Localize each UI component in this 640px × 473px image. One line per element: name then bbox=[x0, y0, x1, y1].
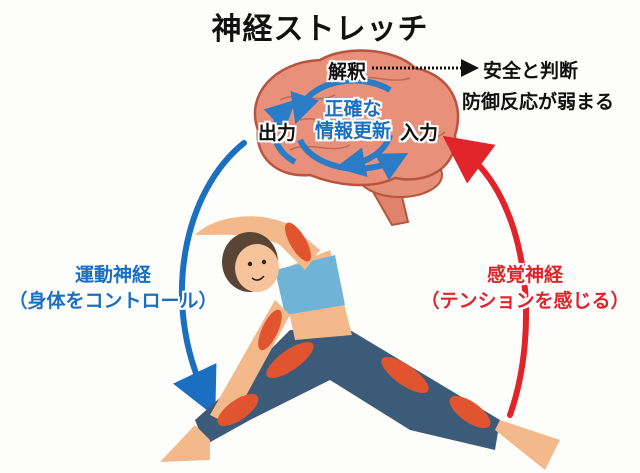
brain-interpret-label: 解釈 bbox=[328, 61, 367, 83]
result-line2: 防御反応が弱まる bbox=[462, 91, 615, 113]
result-line1: 安全と判断 bbox=[483, 60, 579, 82]
sensory-nerve-title: 感覚神経 bbox=[486, 264, 563, 286]
motor-nerve-label: 運動神経 （身体をコントロール） bbox=[0, 262, 226, 314]
motor-nerve-title: 運動神経 bbox=[74, 264, 151, 286]
brain-input-label: 入力 bbox=[400, 122, 439, 144]
motor-nerve-desc: （身体をコントロール） bbox=[8, 290, 218, 312]
brain-center-line1: 正確な bbox=[324, 98, 382, 120]
brain-center-line2: 情報更新 bbox=[314, 120, 391, 142]
stretching-person-illustration bbox=[160, 216, 560, 470]
sensory-nerve-label: 感覚神経 （テンションを感じる） bbox=[410, 262, 640, 314]
sensory-nerve-desc: （テンションを感じる） bbox=[420, 290, 630, 312]
motor-arrow-icon bbox=[173, 140, 247, 417]
brain-icon bbox=[253, 49, 460, 227]
brain-center-label: 正確な 情報更新 bbox=[303, 98, 403, 142]
brain-output-label: 出力 bbox=[258, 122, 297, 144]
sensory-arrow-icon bbox=[442, 135, 529, 418]
page-title: 神経ストレッチ bbox=[211, 12, 429, 47]
